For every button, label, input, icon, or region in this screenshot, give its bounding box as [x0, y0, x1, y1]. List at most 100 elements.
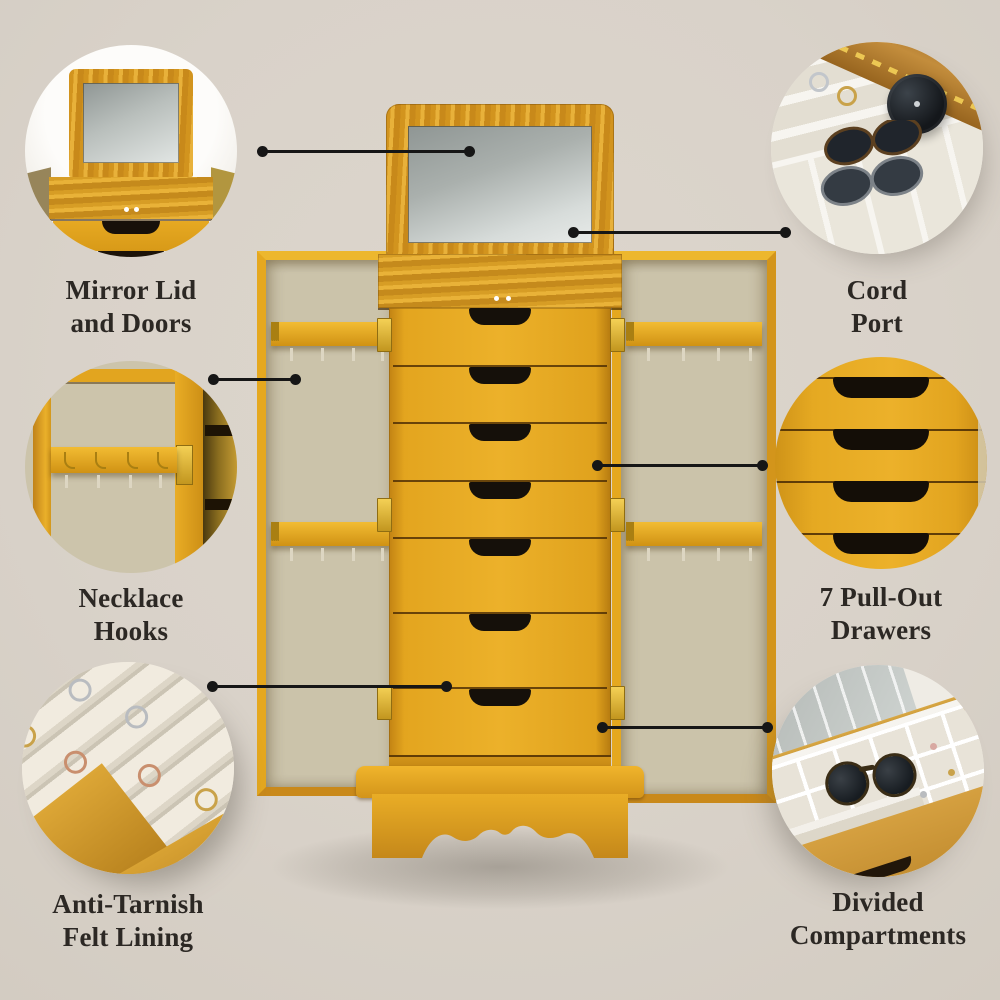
necklace-hook-icon: [632, 322, 634, 341]
drawer-handle: [833, 429, 929, 450]
drawer-1: [393, 308, 607, 365]
drawer-handle: [469, 614, 531, 631]
jewelry-icon: [920, 791, 927, 798]
callout-photo-felt-lining: [22, 662, 234, 874]
connector-felt-lining: [207, 681, 452, 692]
hinge-icon: [610, 318, 625, 352]
ring-icon: [190, 783, 223, 816]
hook-pin-icon: [682, 548, 686, 561]
ring-icon: [63, 673, 97, 707]
right-door-open: [612, 251, 776, 803]
open-door-edge: [211, 167, 237, 257]
drawer-handle: [98, 251, 164, 257]
jewelry-icon: [948, 769, 955, 776]
hook-pin-icon: [97, 475, 100, 488]
knob-icon: [134, 207, 139, 212]
hook-rail: [626, 522, 762, 546]
necklace-hook-icon: [277, 522, 279, 541]
ring-icon: [120, 700, 153, 734]
mirror: [408, 126, 592, 243]
hook-pin-icon: [289, 548, 293, 561]
drawer-handle: [469, 689, 531, 706]
knob-icon: [124, 207, 129, 212]
hinge-icon: [377, 318, 392, 352]
drawer-handle: [833, 377, 929, 398]
drawer-handle: [469, 539, 531, 556]
base-moulding: [356, 766, 644, 798]
hook-pin-icon: [749, 348, 753, 361]
hook-pin-icon: [381, 348, 385, 361]
hinge-icon: [176, 445, 193, 485]
connector-divided-compartments: [597, 722, 773, 733]
hinge-icon: [610, 498, 625, 532]
hook-rail: [51, 447, 177, 473]
hook-pin-icon: [321, 348, 325, 361]
drawer-4: [393, 480, 607, 539]
drawer-slot: [205, 425, 237, 436]
hook-pin-icon: [682, 348, 686, 361]
hook-pin-icon: [65, 475, 68, 488]
hook-pin-icon: [717, 348, 721, 361]
hook-pin-icon: [749, 548, 753, 561]
drawer-5: [393, 537, 607, 614]
necklace-hook-icon: [277, 322, 279, 341]
callout-photo-mirror-lid: [25, 45, 237, 257]
hook-pin-icon: [352, 548, 356, 561]
hook-pin-icon: [647, 348, 651, 361]
ring-icon: [22, 719, 41, 753]
callout-photo-cord-port: [771, 42, 983, 254]
hook-pin-icon: [289, 348, 293, 361]
drawer-handle: [469, 424, 531, 441]
door-interior-edge: [978, 357, 987, 569]
hook-rail: [626, 322, 762, 346]
drawer-slot: [205, 499, 237, 510]
drawer-handle: [833, 481, 929, 502]
knob-icon: [494, 296, 499, 301]
mirror: [83, 83, 179, 163]
hook-pin-icon: [381, 548, 385, 561]
base-apron: [372, 794, 628, 858]
door-frame: [33, 369, 177, 382]
necklace-hook-icon: [156, 452, 168, 469]
hinge-icon: [377, 686, 392, 720]
callout-photo-pull-out-drawers: [775, 357, 987, 569]
door-frame: [33, 361, 51, 573]
hook-rail: [271, 322, 392, 346]
sunglasses-icon: [820, 120, 924, 206]
connector-necklace-hooks: [208, 374, 301, 385]
connector-cord-port: [568, 227, 791, 238]
callout-photo-divided-compartments: [772, 665, 984, 877]
hinge-icon: [610, 686, 625, 720]
drawer-handle: [469, 367, 531, 384]
ring-icon: [133, 759, 166, 792]
hook-pin-icon: [647, 548, 651, 561]
jewelry-icon: [930, 743, 937, 750]
open-door-edge: [25, 167, 51, 257]
necklace-hook-icon: [63, 452, 75, 469]
cabinet-floor-shadow: [268, 824, 732, 910]
hook-pin-icon: [321, 548, 325, 561]
drawer-column: [389, 308, 611, 772]
hinge-icon: [377, 498, 392, 532]
hook-pin-icon: [159, 475, 162, 488]
hook-pin-icon: [717, 548, 721, 561]
callout-photo-necklace-hooks: [25, 361, 237, 573]
connector-pull-out-drawers: [592, 460, 768, 471]
drawer-handle: [102, 221, 160, 234]
top-compartment: [49, 177, 213, 219]
drawer-6: [393, 612, 607, 689]
drawer-gap: [203, 361, 237, 573]
drawer-3: [393, 422, 607, 482]
ring-icon: [837, 86, 857, 106]
ring-icon: [809, 72, 829, 92]
drawer-handle: [469, 482, 531, 499]
drawer-2: [393, 365, 607, 424]
hook-pin-icon: [129, 475, 132, 488]
drawer-handle: [833, 533, 929, 554]
necklace-hook-icon: [126, 452, 138, 469]
